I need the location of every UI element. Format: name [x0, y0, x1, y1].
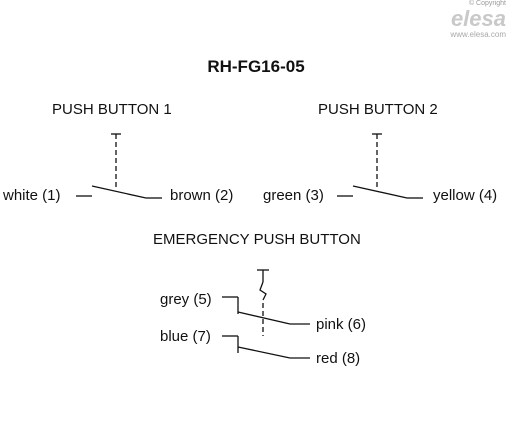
- terminal-green-3: green (3): [263, 187, 324, 204]
- elesa-logo: elesa: [450, 6, 506, 31]
- pb1-contact-arm: [91, 185, 147, 199]
- emergency-latch-zigzag: [259, 281, 267, 301]
- terminal-pink-6: pink (6): [316, 316, 367, 333]
- push-button-1-label: PUSH BUTTON 1: [52, 101, 172, 118]
- terminal-yellow-4: yellow (4): [433, 187, 498, 204]
- emergency-push-button-label: EMERGENCY PUSH BUTTON: [153, 231, 361, 248]
- elesa-brand: © Copyright elesa www.elesa.com: [426, 0, 506, 39]
- copyright-text: © Copyright: [468, 0, 506, 7]
- terminal-brown-2: brown (2): [170, 187, 234, 204]
- push-button-2-switch: [337, 133, 423, 199]
- emergency-contact-arm-2: [237, 346, 291, 359]
- website-url: www.elesa.com: [450, 30, 506, 39]
- emergency-contact-arm-1: [237, 311, 291, 325]
- push-button-2-label: PUSH BUTTON 2: [318, 101, 438, 118]
- pb2-contact-arm: [352, 185, 408, 199]
- terminal-red-8: red (8): [316, 350, 361, 367]
- terminal-white-1: white (1): [3, 187, 61, 204]
- diagram-title: RH-FG16-05: [207, 57, 305, 76]
- push-button-1-switch: [76, 133, 162, 199]
- terminal-blue-7: blue (7): [160, 328, 211, 345]
- terminal-grey-5: grey (5): [160, 291, 212, 308]
- emergency-switch: [222, 269, 310, 359]
